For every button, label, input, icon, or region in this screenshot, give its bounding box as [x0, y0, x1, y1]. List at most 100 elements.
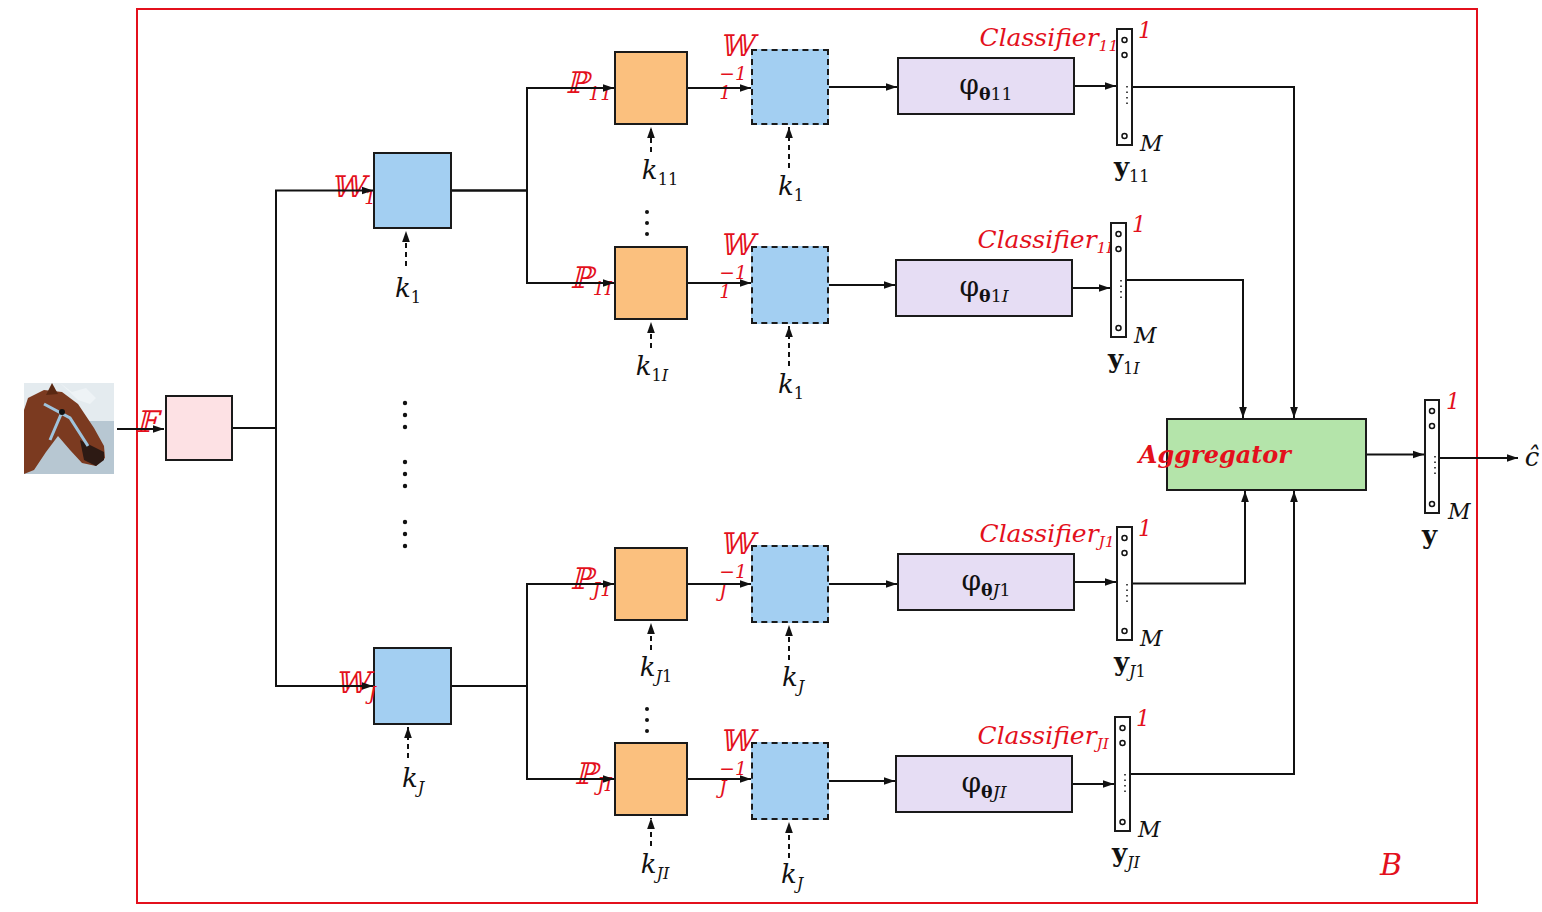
horse-halter [44, 404, 88, 446]
symbol-base: k [782, 662, 798, 692]
connector [1127, 280, 1243, 418]
subscript-char: I [1002, 286, 1009, 306]
box-symbol: 𝔽 [136, 404, 157, 439]
subscript-char: 1 [794, 384, 804, 403]
key-label: kJI [641, 849, 670, 883]
connector [829, 780, 895, 782]
key-arrow [788, 625, 790, 660]
classifier-symbol: φθJI [961, 766, 1006, 802]
subscript-char: I [663, 864, 669, 883]
subscript-char: I [1000, 782, 1007, 802]
subscript-char: θ [981, 580, 993, 600]
subscript: J [418, 778, 424, 797]
subscript: J [798, 677, 804, 696]
subscript-char: 1 [1129, 167, 1139, 186]
output-vector: 1My1I [1110, 222, 1127, 338]
connector [233, 191, 373, 429]
subscript-char: 1 [1136, 662, 1146, 681]
classifier-symbol: φθJ1 [961, 564, 1010, 600]
subscript-char: J [993, 580, 1000, 600]
horse-ear [46, 383, 58, 395]
dot [645, 718, 649, 722]
output-vector: 1My11 [1116, 28, 1133, 146]
subscript: 1I [593, 277, 612, 298]
subscript-char: 1 [1000, 580, 1011, 600]
subscript-char: 1 [1123, 359, 1133, 378]
vector-entry [1122, 38, 1127, 43]
vector-ellipsis [1124, 774, 1126, 792]
subscript-char: I [662, 366, 668, 385]
subscript-char: 1 [658, 170, 668, 189]
inverse-transform-box: 𝕎J−1 [751, 545, 829, 623]
connector [452, 88, 614, 191]
dot [645, 729, 649, 733]
subscript-char: I [1134, 853, 1140, 872]
subscript: J1 [1099, 533, 1115, 551]
inverse-transform-box: 𝕎1−1 [751, 49, 829, 125]
subscript: 1 [364, 186, 376, 207]
dot [403, 460, 407, 464]
subscript-char: 1 [652, 366, 662, 385]
dot [645, 232, 649, 236]
connector [452, 584, 614, 686]
key-label: k1 [778, 171, 804, 205]
subscript-char: J [597, 773, 604, 794]
subscript: 1 [719, 282, 746, 302]
symbol-base: k [641, 849, 657, 879]
symbol-base: 𝕎 [330, 169, 364, 204]
key-arrow [650, 322, 652, 348]
symbol-base: ℙ [570, 561, 593, 596]
vector-index: M [1140, 131, 1163, 156]
transform-box: 𝔽 [165, 395, 233, 461]
symbol-base: ℙ [575, 756, 598, 791]
subscript-char: 1 [1139, 167, 1149, 186]
box-symbol: 𝕎J [335, 665, 376, 704]
dot [403, 544, 407, 548]
subscript-char: 1 [600, 82, 612, 103]
connector [688, 282, 751, 284]
classifier-box: Classifier1Iφθ1I [895, 259, 1073, 317]
classifier-box: ClassifierJ1φθJ1 [897, 553, 1075, 611]
input-arrow [117, 428, 164, 430]
vector-entry [1116, 247, 1121, 252]
script-stack: 1−1 [719, 64, 746, 103]
symbol-base: 𝕎 [719, 526, 753, 561]
box-symbol: ℙ11 [566, 65, 612, 104]
superscript: −1 [719, 562, 746, 582]
permutation-box: ℙ1I [614, 246, 688, 320]
horse-image [24, 383, 114, 474]
vector-index: M [1448, 499, 1471, 524]
subscript-char: J [593, 578, 600, 599]
dot [645, 210, 649, 214]
subscript-char: J [656, 667, 662, 686]
subscript-char: 1 [411, 288, 421, 307]
key-label: k1I [636, 351, 668, 385]
key-label: kJ1 [640, 652, 672, 686]
subscript: θ11 [979, 84, 1013, 104]
horse-head [24, 390, 105, 474]
connector [1073, 287, 1110, 289]
subscript-char: I [605, 277, 612, 298]
vector-index: M [1140, 626, 1163, 651]
subscript-char: 1 [794, 186, 804, 205]
key-label: kJ [402, 763, 424, 797]
subscript: 1I [1123, 359, 1140, 378]
vector-ellipsis [1434, 456, 1436, 474]
vector-entry [1122, 629, 1127, 634]
subscript: JI [656, 864, 669, 883]
dot [403, 484, 407, 488]
connector [688, 583, 751, 585]
subscript-char: 1 [668, 170, 678, 189]
symbol-base: k [636, 351, 652, 381]
box-symbol: 𝕎1 [330, 169, 376, 208]
vector-entry [1120, 820, 1125, 825]
subscript: J1 [593, 578, 612, 599]
vector-index: M [1134, 323, 1157, 348]
key-arrow [788, 822, 790, 858]
ellipsis-dots [403, 210, 649, 733]
key-arrow [650, 623, 652, 650]
subscript: θ1I [979, 286, 1009, 306]
symbol-base: y [1112, 838, 1127, 868]
subscript-char: 1 [364, 186, 376, 207]
